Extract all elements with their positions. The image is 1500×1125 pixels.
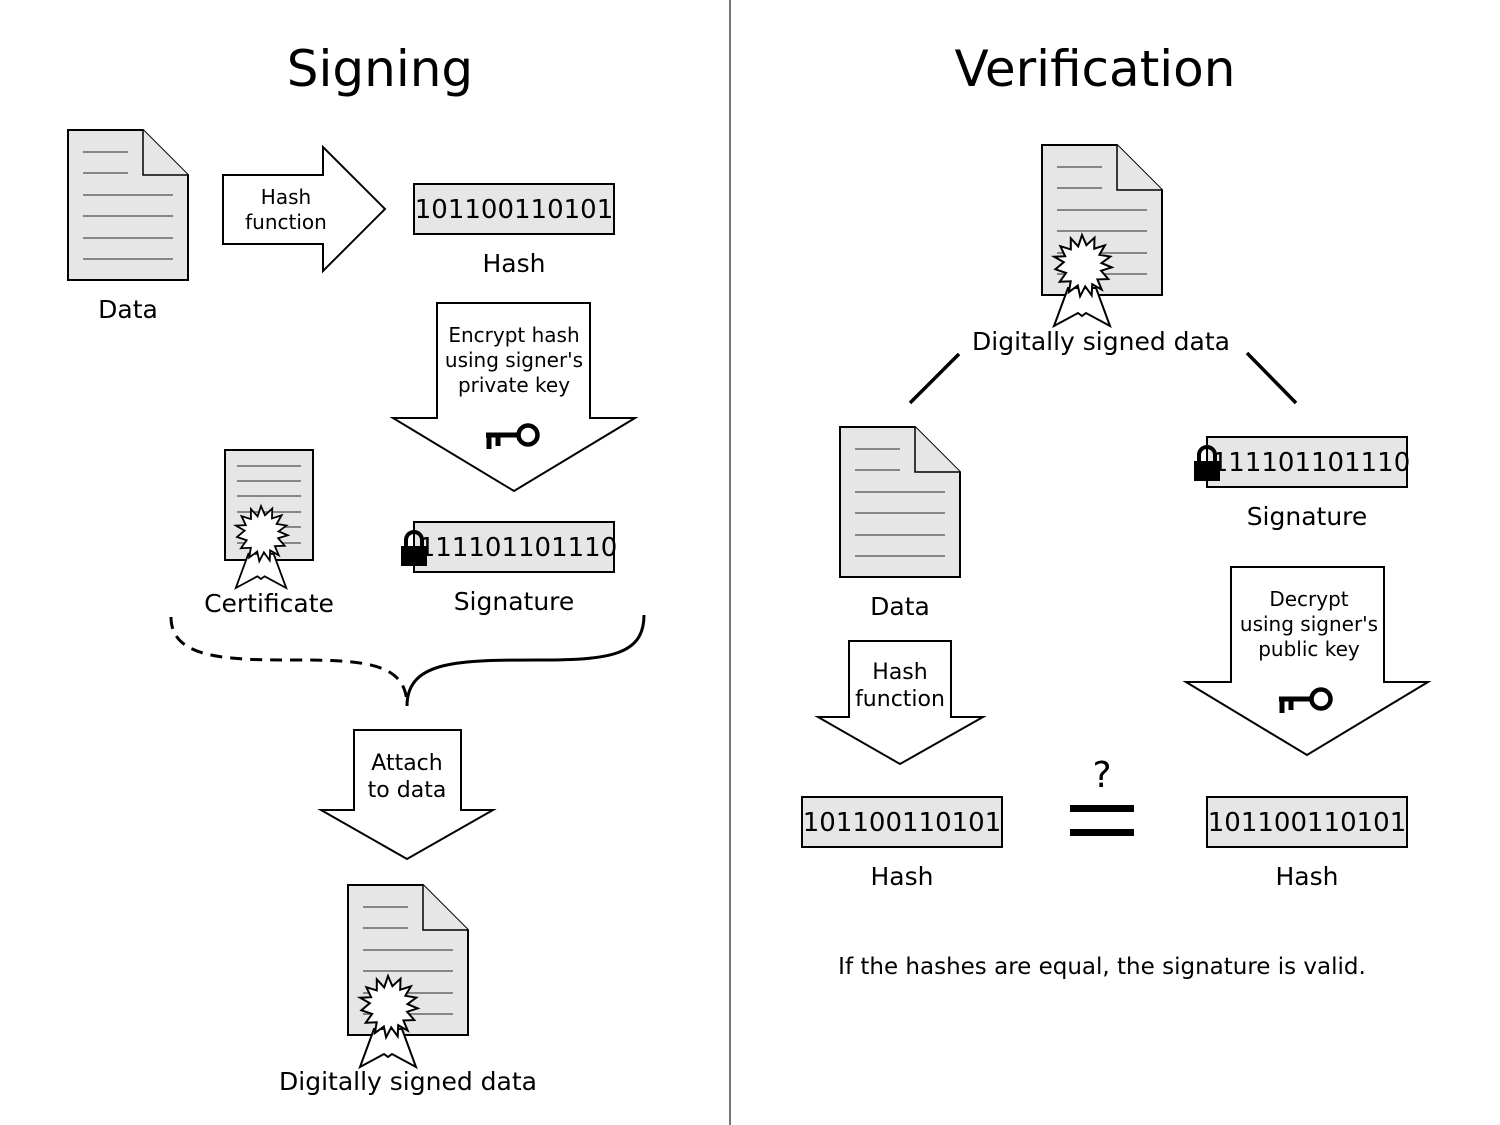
split-line-right [1245, 351, 1298, 405]
hash-box: 101100110101 [413, 183, 615, 235]
verify-hash-value-right: 101100110101 [1208, 808, 1407, 838]
verify-data-document-icon [839, 426, 961, 578]
verify-hash-value-left: 101100110101 [803, 808, 1002, 838]
hash-function-text-2: function [245, 210, 327, 234]
question-mark: ? [1092, 755, 1111, 796]
certificate-brace-dashed [169, 616, 409, 707]
verify-hash-box-left: 101100110101 [801, 796, 1003, 848]
equals-icon [1070, 805, 1134, 836]
data-document-icon [67, 129, 189, 281]
verify-signature-label: Signature [1247, 502, 1368, 531]
attach-text-2: to data [368, 778, 447, 803]
verify-hash-function-arrow: Hash function [814, 640, 987, 766]
signature-brace [405, 614, 646, 707]
verify-signed-document-icon [1041, 144, 1163, 327]
hash-label: Hash [483, 249, 546, 278]
verify-signature-box: 111101101110 [1192, 436, 1411, 488]
verify-hash-function-text-1: Hash [872, 660, 927, 685]
decrypt-text-1: Decrypt [1269, 587, 1348, 611]
encrypt-text-2: using signer's [445, 348, 583, 372]
signature-label: Signature [454, 587, 575, 616]
decrypt-arrow: Decrypt using signer's public key [1182, 566, 1432, 757]
encrypt-text-1: Encrypt hash [448, 323, 579, 347]
certificate-icon [224, 449, 314, 589]
verify-signed-data-label: Digitally signed data [972, 327, 1230, 356]
signing-title: Signing [287, 40, 473, 98]
signed-document-icon [347, 884, 469, 1068]
verify-hash-function-text-2: function [855, 687, 945, 712]
hash-function-text-1: Hash [261, 185, 311, 209]
conclusion-text: If the hashes are equal, the signature i… [838, 954, 1366, 980]
attach-text-1: Attach [371, 751, 442, 776]
attach-arrow: Attach to data [317, 729, 497, 861]
decrypt-text-2: using signer's [1240, 612, 1378, 636]
signed-data-label: Digitally signed data [279, 1067, 537, 1096]
encrypt-text-3: private key [458, 373, 570, 397]
hash-value: 101100110101 [415, 195, 614, 225]
data-label: Data [98, 295, 158, 324]
verify-hash-label-left: Hash [871, 862, 934, 891]
decrypt-text-3: public key [1258, 637, 1360, 661]
signature-value: 111101101110 [419, 533, 618, 563]
hash-function-arrow: Hash function [222, 144, 387, 274]
verification-title: Verification [955, 40, 1236, 98]
signature-box: 111101101110 [399, 521, 618, 573]
encrypt-arrow: Encrypt hash using signer's private key [389, 302, 639, 493]
verify-data-label: Data [870, 592, 930, 621]
split-line-left [908, 352, 961, 405]
verify-hash-label-right: Hash [1276, 862, 1339, 891]
verify-hash-box-right: 101100110101 [1206, 796, 1408, 848]
certificate-label: Certificate [204, 589, 334, 618]
verify-signature-value: 111101101110 [1212, 448, 1411, 478]
